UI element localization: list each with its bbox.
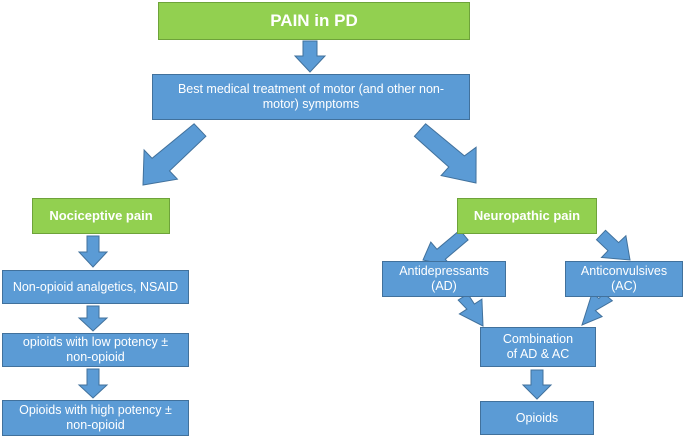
treatment-box: Best medical treatment of motor (and oth… xyxy=(152,74,470,120)
combination-box: Combination of AD & AC xyxy=(480,327,596,367)
arrow-treatment-to-neuropathic xyxy=(413,123,477,184)
title-text: PAIN in PD xyxy=(270,10,358,30)
high-potency-opioids-text: Opioids with high potency ± non-opioid xyxy=(19,403,172,432)
page-title: PAIN in PD xyxy=(158,2,470,40)
combination-text: Combination of AD & AC xyxy=(502,332,574,361)
neuropathic-pain-label: Neuropathic pain xyxy=(473,208,581,224)
opioids-text: Opioids xyxy=(515,410,559,425)
arrow-neuropathic-to-anticonvulsives xyxy=(595,229,631,261)
nociceptive-pain-label: Nociceptive pain xyxy=(49,208,153,224)
antidepressants-box: Antidepressants (AD) xyxy=(382,261,506,297)
arrow-step1-to-step2 xyxy=(77,305,109,332)
high-potency-opioids-box: Opioids with high potency ± non-opioid xyxy=(2,400,189,436)
non-opioid-text: Non-opioid analgetics, NSAID xyxy=(12,279,179,294)
antidepressants-text: Antidepressants (AD) xyxy=(399,264,489,293)
neuropathic-pain-box: Neuropathic pain xyxy=(457,198,597,234)
arrow-anticonvulsives-to-combination xyxy=(581,291,614,326)
non-opioid-box: Non-opioid analgetics, NSAID xyxy=(2,270,189,304)
low-potency-opioids-text: opioids with low potency ± non-opioid xyxy=(22,335,169,364)
arrow-treatment-to-nociceptive xyxy=(142,123,207,186)
arrow-combination-to-opioids xyxy=(521,369,553,400)
arrow-nociceptive-to-step1 xyxy=(77,235,109,268)
arrow-title-to-treatment xyxy=(293,40,327,73)
treatment-text: Best medical treatment of motor (and oth… xyxy=(177,82,445,111)
anticonvulsives-text: Anticonvulsives (AC) xyxy=(580,264,668,293)
opioids-box: Opioids xyxy=(480,401,594,435)
anticonvulsives-box: Anticonvulsives (AC) xyxy=(565,261,683,297)
low-potency-opioids-box: opioids with low potency ± non-opioid xyxy=(2,333,189,367)
arrow-antidepressants-to-combination xyxy=(457,293,484,327)
nociceptive-pain-box: Nociceptive pain xyxy=(32,198,170,234)
arrow-step2-to-step3 xyxy=(77,368,109,399)
